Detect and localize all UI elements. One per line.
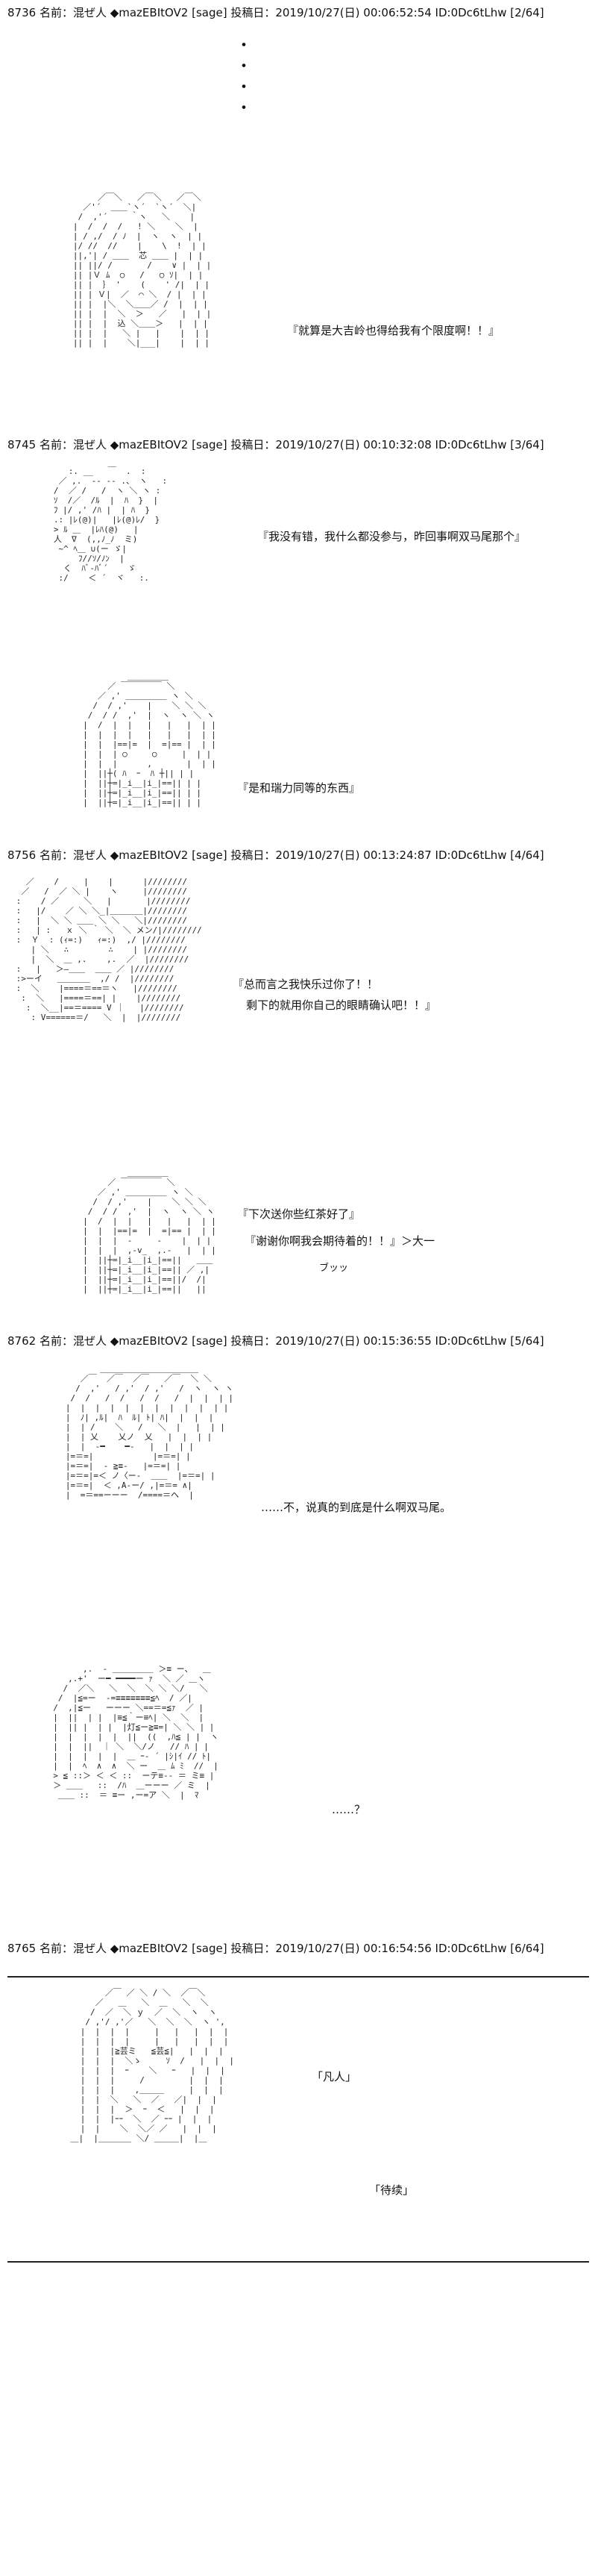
ascii-art-girl-offering: ＿＿＿＿＿ ／ ￣￣￣￣￣ ＼ ／ ,' ＿＿＿＿＿ ヽ ＼ / / ,' | … (83, 1168, 216, 1294)
ellipsis-dots: ・ ・ ・ ・ (236, 36, 252, 119)
dialogue-line: 「待续」 (369, 2183, 415, 2197)
post-header: 8765 名前：混ぜ人 ◆mazEBItOV2 [sage] 投稿日：2019/… (7, 1942, 544, 1955)
dialogue-line: 『我没有错，我什么都没参与，昨回事啊双马尾那个』 (257, 530, 526, 543)
ascii-art-character-sweating: :. __ ￣ . : ／ ,. -‐ ‐- .、 ヽ : / ／ / / ヽ … (53, 466, 168, 583)
post-header: 8745 名前：混ぜ人 ◆mazEBItOV2 [sage] 投稿日：2019/… (7, 438, 544, 451)
divider (7, 2261, 589, 2263)
dot: ・ (236, 78, 253, 97)
dot: ・ (236, 99, 253, 118)
dialogue-line: 『下次送你些红茶好了』 (237, 1207, 361, 1221)
post-header: 8762 名前：混ぜ人 ◆mazEBItOV2 [sage] 投稿日：2019/… (7, 1334, 544, 1348)
ascii-art-girl-shouting: ／￣＼ ／￣＼ ／￣＼ ／'´ ＿＿`ヽ´ `ヽ´ ＼| / ,'´ ｀ヽ ＼ … (72, 193, 212, 348)
divider (7, 1976, 589, 1978)
dialogue-line: 剩下的就用你自己的眼睛确认吧！！』 (246, 998, 437, 1012)
post-header: 8736 名前：混ぜ人 ◆mazEBItOV2 [sage] 投稿日：2019/… (7, 6, 544, 19)
sound-effect: ブッッ (319, 1263, 349, 1274)
ascii-art-girl-smug: ／￣ ／ ＼ / ＼ ／￣＼ ／ ＿ ＼ ＿ ＼ ＼ / ／ ＼ ｙ ／ ＼ ヽ… (70, 1988, 235, 2143)
dot: ・ (236, 57, 253, 76)
dialogue-line: 『总而言之我快乐过你了！！ (233, 978, 379, 991)
post-header: 8756 名前：混ぜ人 ◆mazEBItOV2 [sage] 投稿日：2019/… (7, 848, 544, 862)
dialogue-line: 『就算是大吉岭也得给我有个限度啊！！』 (287, 324, 500, 337)
dialogue-line: 「凡人」 (312, 2070, 357, 2083)
dialogue-line: ……？ (332, 1803, 366, 1816)
ascii-art-girl-pointing: ／ / | | |//////// ／ / ／ ＼ | ヽ |//////// … (16, 877, 202, 1022)
ascii-art-girl-neutral: ＿＿＿＿＿ ／ ￣￣￣￣￣ ＼ ／ ,' ＿＿＿＿＿ ヽ ＼ / / ,' | … (83, 672, 216, 807)
dialogue-line: ……不，说真的到底是什么啊双马尾。 (261, 1501, 452, 1514)
ascii-art-girl-staring: ＿＿＿＿＿＿＿＿＿＿＿＿ ／￣ ／￣ ／￣ ／￣ ＼ ＼ / ,' / ,' /… (65, 1364, 234, 1500)
dot: ・ (236, 37, 253, 55)
dialogue-line: 『谢谢你啊我会期待着的！！』＞大一 (245, 1234, 435, 1248)
dialogue-line: 『是和瑞力同等的东西』 (237, 781, 361, 795)
ascii-art-girl-twintails: ,. ‐ ＿＿＿＿＿ ＞≡ ー、 ＿ ,.+' ー━ ━━━━ー ｧ ＼ ／ ＿… (53, 1664, 219, 1800)
